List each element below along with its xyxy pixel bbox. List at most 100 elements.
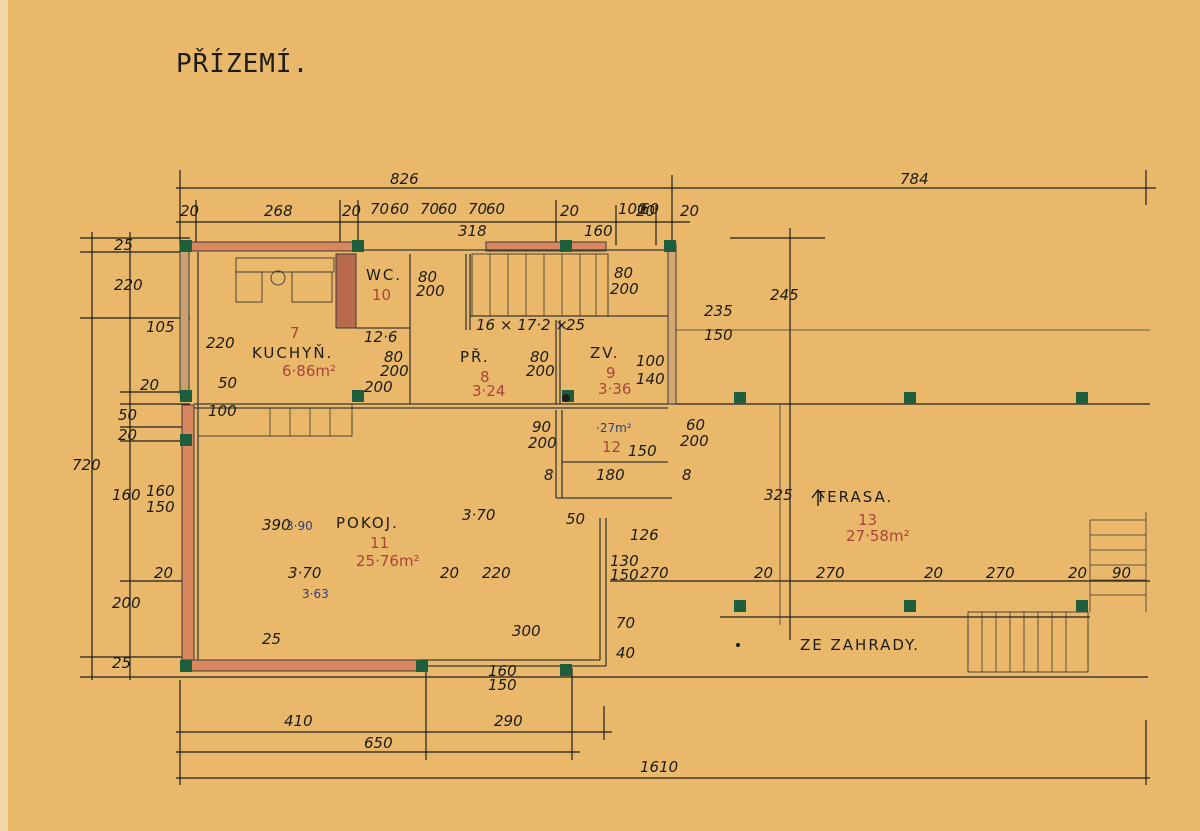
- dim-top-268: 268: [264, 202, 293, 220]
- dim-int-363: 3·63: [302, 587, 329, 601]
- room-vestibule-area: 3·36: [598, 380, 631, 398]
- dim-left-160: 160: [146, 482, 175, 500]
- column: [560, 664, 572, 676]
- arrow-up-icon: [811, 488, 825, 506]
- dim-misc-150: 150: [610, 566, 639, 584]
- column: [904, 600, 916, 612]
- dim-misc-270c: 270: [986, 564, 1015, 582]
- dim-bottom-290: 290: [494, 712, 523, 730]
- column: [904, 392, 916, 404]
- room-wc-name: WC.: [366, 266, 402, 284]
- drawing-title: PŘÍZEMÍ.: [176, 47, 309, 79]
- column: [180, 390, 192, 402]
- room-living-area: 25·76m²: [356, 552, 420, 570]
- dim-top-20d: 20: [680, 202, 699, 220]
- dim-misc-200g: 200: [364, 378, 393, 396]
- dim-top-60d: 60: [640, 200, 659, 218]
- dim-top-826: 826: [390, 170, 419, 188]
- dim-int-180: 180: [596, 466, 625, 484]
- dim-misc-200a: 200: [416, 282, 445, 300]
- dim-misc-100b: 100: [636, 352, 665, 370]
- dim-int-300: 300: [512, 622, 541, 640]
- dim-int-150: 150: [704, 326, 733, 344]
- dim-misc-200e: 200: [528, 434, 557, 452]
- columns: [180, 240, 1088, 676]
- dim-misc-60: 60: [686, 416, 705, 434]
- dim-top-160: 160: [584, 222, 613, 240]
- dim-left-25a: 25: [114, 236, 133, 254]
- dim-misc-50: 50: [566, 510, 585, 528]
- dim-left-105: 105: [146, 318, 175, 336]
- room-terrace-area: 27·58m²: [846, 527, 910, 545]
- dim-misc-140: 140: [636, 370, 665, 388]
- room-labels: KUCHYŇ. 7 6·86m² WC. 10 PŘ. 8 3·24 ZV. 9…: [252, 266, 920, 654]
- dim-int-100: 100: [208, 402, 237, 420]
- dim-left-25b: 25: [112, 654, 131, 672]
- dim-top-20a: 20: [180, 202, 199, 220]
- dim-misc-150b: 150: [488, 676, 517, 694]
- room-vestibule-name: ZV.: [590, 344, 619, 362]
- room-12-area: ·27m²: [596, 421, 632, 435]
- dim-misc-70: 70: [616, 614, 635, 632]
- dim-misc-200d: 200: [610, 280, 639, 298]
- dim-misc-20a: 20: [154, 564, 173, 582]
- dim-int-150b: 150: [628, 442, 657, 460]
- dim-misc-90: 90: [532, 418, 551, 436]
- column: [180, 660, 192, 672]
- dim-top-60c: 60: [486, 200, 505, 218]
- dim-bottom-1610: 1610: [640, 758, 678, 776]
- garden-entrance-label: ZE ZAHRADY.: [800, 636, 920, 654]
- room-wc-number: 10: [372, 286, 391, 304]
- dim-misc-130: 130: [610, 552, 639, 570]
- walls: [179, 241, 677, 672]
- dim-misc-200f: 200: [680, 432, 709, 450]
- terrace-stairs: [967, 512, 1147, 673]
- dim-top-784: 784: [900, 170, 929, 188]
- paper-edge: [0, 0, 8, 831]
- column: [180, 434, 192, 446]
- dim-misc-80c: 80: [530, 348, 549, 366]
- dim-misc-160: 160: [488, 662, 517, 680]
- dim-int-220a: 220: [206, 334, 235, 352]
- dim-left-20b: 20: [118, 426, 137, 444]
- dim-misc-40: 40: [616, 644, 635, 662]
- dim-int-235: 235: [704, 302, 733, 320]
- dim-int-245: 245: [770, 286, 799, 304]
- dim-bottom-650: 650: [364, 734, 393, 752]
- room-kitchen-number: 7: [290, 324, 300, 342]
- dim-misc-25b: 25: [566, 316, 585, 334]
- room-kitchen-area: 6·86m²: [282, 362, 336, 380]
- room-living-name: POKOJ.: [336, 514, 399, 532]
- room-kitchen-name: KUCHYŇ.: [252, 343, 333, 362]
- dim-top-60b: 60: [438, 200, 457, 218]
- dim-misc-20e: 20: [440, 564, 459, 582]
- column: [352, 240, 364, 252]
- dim-bottom-410: 410: [284, 712, 313, 730]
- column: [664, 240, 676, 252]
- column: [734, 392, 746, 404]
- column: [1076, 600, 1088, 612]
- stair-spec-label: 16 × 17·2 ×: [476, 316, 568, 334]
- dim-misc-126: 12·6: [364, 328, 397, 346]
- dim-misc-200c: 200: [526, 362, 555, 380]
- column: [416, 660, 428, 672]
- dim-top-60a: 60: [390, 200, 409, 218]
- dim-int-325: 325: [764, 486, 793, 504]
- main-staircase: [471, 253, 609, 317]
- room-hall-area: 3·24: [472, 382, 505, 400]
- dim-left-20a: 20: [140, 376, 159, 394]
- dim-int-390b: 3·90: [286, 519, 313, 533]
- dim-top-70a: 70: [370, 200, 389, 218]
- dim-int-220b: 220: [482, 564, 511, 582]
- dim-misc-8a: 8: [544, 466, 554, 484]
- dim-left-50: 50: [118, 406, 137, 424]
- dim-misc-80a: 80: [418, 268, 437, 286]
- room-terrace-number: 13: [858, 511, 877, 529]
- column: [180, 240, 192, 252]
- dimension-numbers: 826 784 20 268 20 20 318 20 160 20 70 60…: [72, 170, 1131, 776]
- dim-misc-20c: 20: [924, 564, 943, 582]
- room-12-number: 12: [602, 438, 621, 456]
- dim-misc-8b: 8: [682, 466, 692, 484]
- dim-int-370: 3·70: [462, 506, 495, 524]
